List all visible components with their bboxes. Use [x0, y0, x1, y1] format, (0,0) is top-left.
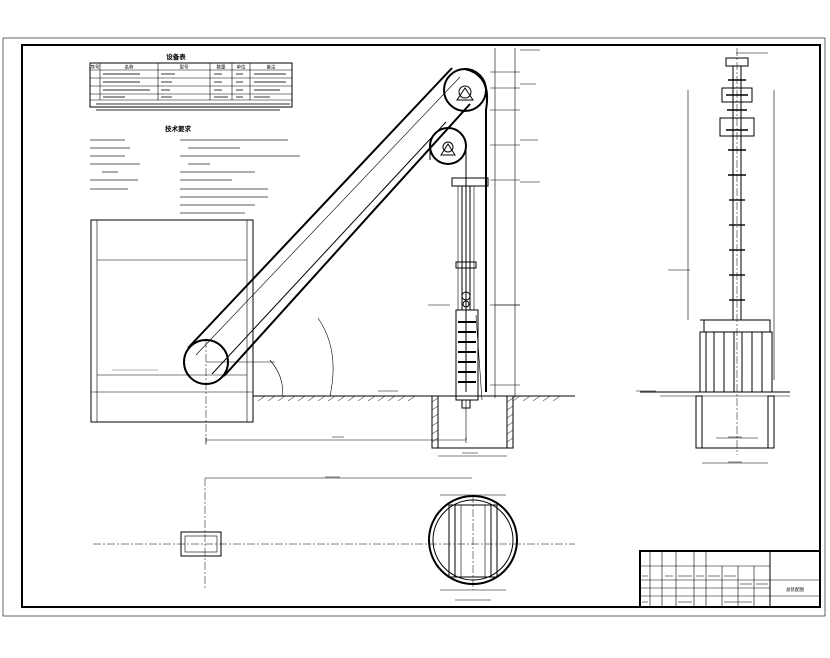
table-header-no: 序号 — [91, 64, 100, 71]
side-view — [636, 48, 790, 464]
drawing-frame — [21, 44, 821, 608]
angle-arc — [317, 317, 334, 397]
crossbeam — [451, 177, 489, 187]
bend-pulley — [429, 127, 467, 165]
notes-title: 技术要求 — [165, 124, 192, 133]
table-header-model: 型号 — [180, 64, 189, 71]
table-header-remark: 备注 — [267, 64, 276, 71]
equipment-table: 设备表 序号 名称 型号 数量 单位 备注 — [89, 52, 293, 111]
hopper — [90, 219, 254, 423]
table-header-unit: 单位 — [237, 64, 246, 71]
lift-column — [451, 177, 489, 440]
plan-hopper — [180, 531, 222, 557]
plan-view — [93, 477, 575, 601]
technical-notes: 技术要求 — [90, 124, 300, 214]
title-block: 总装配图 — [639, 550, 821, 608]
drawing-name: 总装配图 — [786, 586, 804, 593]
dimensions-main — [205, 48, 540, 478]
inclined-conveyor — [183, 67, 471, 445]
table-title: 设备表 — [166, 52, 186, 61]
table-header-name: 名称 — [125, 64, 134, 71]
paper-edge — [2, 37, 826, 617]
table-header-qty: 数量 — [217, 64, 226, 71]
